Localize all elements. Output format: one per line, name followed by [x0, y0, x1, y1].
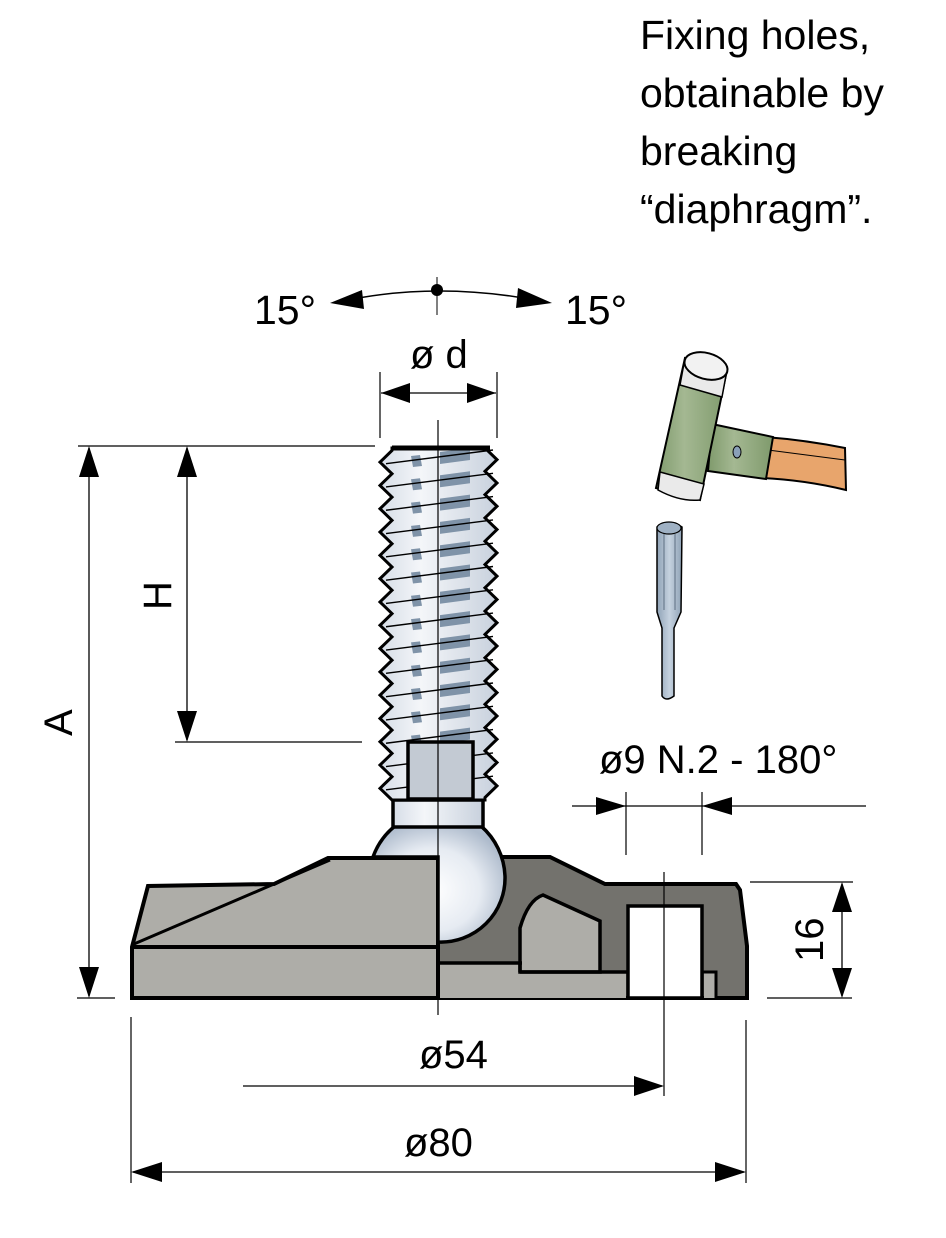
tilt-indicator: 15° 15°	[254, 277, 627, 333]
thread-shade	[411, 524, 422, 537]
fixing-hole	[626, 904, 704, 1000]
mallet-icon	[654, 351, 848, 502]
thread-shade	[440, 634, 470, 651]
thread-helix	[385, 449, 494, 465]
thread-shade	[440, 541, 470, 558]
thread-shade	[440, 471, 470, 488]
thread-helix	[385, 705, 494, 721]
thread-shade	[411, 548, 422, 561]
thread-helix	[385, 565, 494, 581]
thread-shade	[411, 618, 422, 631]
thread-shade	[411, 478, 422, 491]
thread-shade	[440, 494, 470, 511]
thread-helix	[385, 472, 494, 488]
thread-shade	[440, 704, 470, 721]
thread-shade	[440, 681, 470, 697]
thread-diameter-label: ø d	[410, 333, 468, 377]
base-height-label: 16	[788, 918, 832, 963]
thread-helix	[385, 635, 494, 651]
thread-shade	[440, 564, 470, 581]
overall-height-label: A	[37, 709, 81, 736]
thread-helix	[385, 728, 494, 744]
tilt-left-label: 15°	[254, 287, 316, 333]
thread-shade	[411, 641, 422, 654]
tilt-arrow-right	[516, 288, 552, 308]
thread-shade	[411, 664, 422, 677]
thread-helix	[385, 682, 494, 698]
pin-punch-icon	[656, 521, 683, 700]
ball-joint	[370, 824, 507, 944]
base-diameter-label: ø80	[404, 1121, 473, 1165]
tilt-arrow-left	[330, 290, 364, 309]
thread-shade	[411, 455, 422, 467]
thread-helix	[385, 612, 494, 628]
thread-helix	[385, 519, 494, 535]
caption-line: Fixing holes,	[640, 12, 871, 58]
thread-shade	[440, 587, 470, 604]
thread-diameter-dimension: ø d	[379, 333, 498, 438]
thread-shade	[411, 688, 422, 700]
thread-shade	[411, 594, 422, 607]
fixing-holes-dimension: ø9 N.2 - 180°	[572, 738, 866, 855]
thread-shade	[411, 501, 422, 514]
hole-circle-label: ø54	[419, 1033, 488, 1077]
caption-line: “diaphragm”.	[640, 186, 873, 232]
thread-shade	[411, 571, 422, 584]
height-dimensions: A H	[37, 445, 375, 999]
thread-shade	[411, 711, 422, 724]
thread-helix	[385, 495, 494, 511]
fixing-holes-label: ø9 N.2 - 180°	[599, 738, 837, 782]
base-section	[130, 855, 749, 1000]
caption-line: obtainable by	[640, 70, 884, 116]
thread-shade	[440, 657, 470, 674]
bottom-dimensions: ø54 ø80	[130, 1017, 747, 1183]
tilt-right-label: 15°	[565, 287, 627, 333]
thread-shade	[440, 727, 470, 744]
thread-shade	[440, 448, 470, 464]
thread-shade	[440, 517, 470, 534]
fixing-holes-caption: Fixing holes, obtainable by breaking “di…	[640, 6, 946, 238]
thread-helix	[385, 659, 494, 675]
stud-insert	[406, 740, 475, 801]
caption-line: breaking	[640, 128, 798, 174]
thread-shade	[440, 611, 470, 628]
base-height-dimension: 16	[750, 881, 853, 999]
thread-length-label: H	[136, 581, 180, 610]
thread-helix	[385, 589, 494, 605]
thread-helix	[385, 542, 494, 558]
